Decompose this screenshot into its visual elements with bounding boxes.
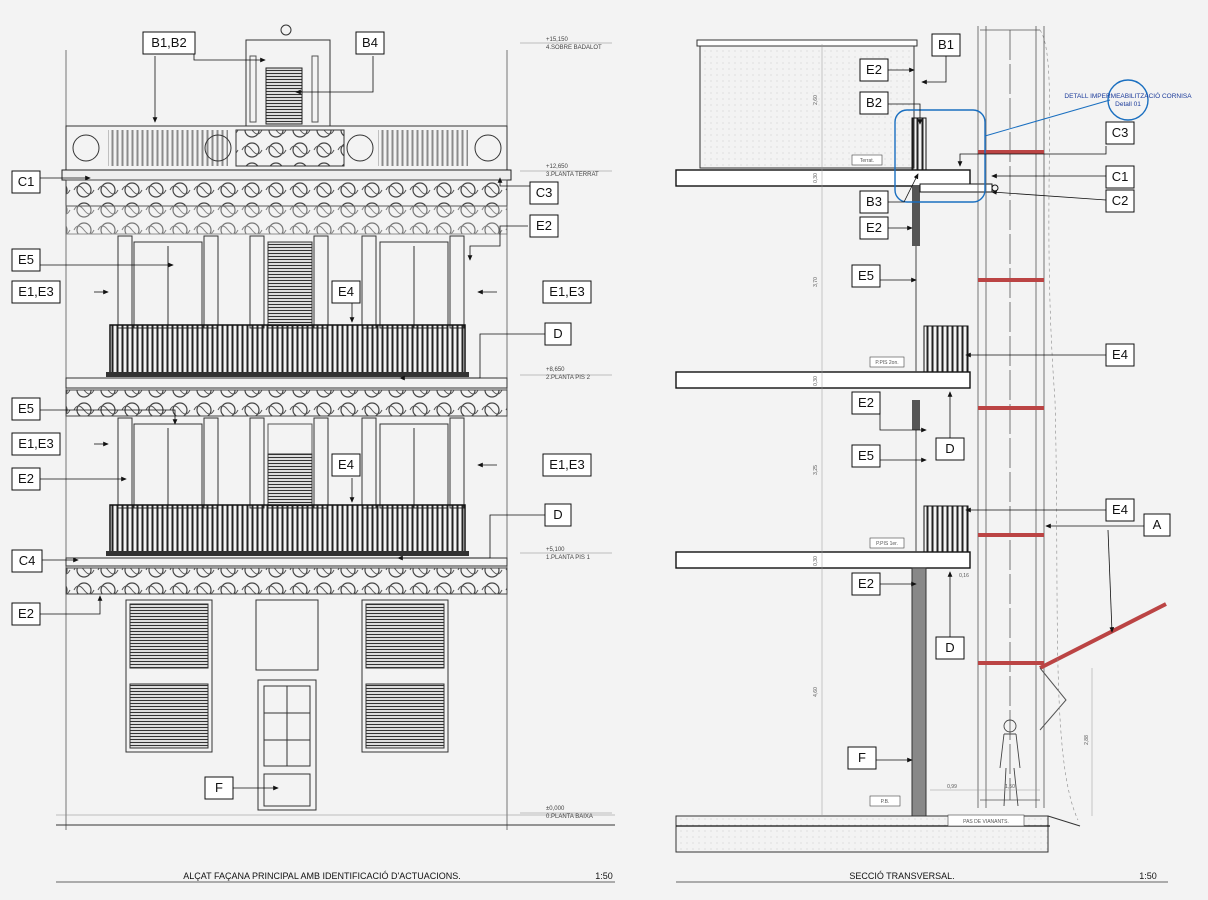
level-name-2: 2.PLANTA PIS 2: [546, 375, 591, 381]
sec-tag-b1: B1: [938, 37, 954, 52]
elevation-drawing: [56, 24, 615, 830]
detail-title: DETALL IMPERMEABILITZACIÓ CORNISA: [1064, 91, 1192, 100]
tag-c1: C1: [18, 174, 35, 189]
tag-c3: C3: [536, 185, 553, 200]
tag-e2-low: E2: [18, 606, 34, 621]
pavement-label: PAS DE VIANANTS.: [963, 819, 1009, 825]
sec-tag-b2: B2: [866, 95, 882, 110]
section-leaders: [876, 56, 1144, 763]
room-pis1: P.PIS 1er.: [876, 541, 898, 547]
detail-subtitle: Detall 01: [1115, 101, 1141, 108]
room-pb: P.B.: [881, 799, 890, 805]
section-title: SECCIÓ TRANSVERSAL.: [849, 871, 954, 881]
sec-tag-e2-a: E2: [866, 62, 882, 77]
tag-e5-2: E5: [18, 401, 34, 416]
tag-d-2: D: [553, 507, 562, 522]
level-elev-4: ±0,000: [546, 806, 565, 812]
room-terrat: Terrat.: [860, 158, 874, 164]
tag-e2-top: E2: [536, 218, 552, 233]
level-elev-0: +15,150: [546, 37, 569, 43]
tag-b1b2: B1,B2: [151, 35, 186, 50]
level-lines: [520, 42, 612, 814]
tag-e4-2: E4: [338, 457, 354, 472]
tag-b4: B4: [362, 35, 378, 50]
elevation-tags: B1,B2 B4 C1 C3 E2 E5 E1,E3 E4 E1,E3 D E5…: [11, 31, 592, 800]
level-name-1: 3.PLANTA TERRAT: [546, 172, 599, 178]
tag-e2-mid: E2: [18, 471, 34, 486]
sec-tag-d-a: D: [945, 441, 954, 456]
scaffold: [977, 26, 1045, 808]
sec-tag-a: A: [1153, 517, 1162, 532]
dim-9: 2,88: [1084, 735, 1090, 745]
level-name-3: 1.PLANTA PIS 1: [546, 555, 591, 561]
dim-1: 2,60: [813, 95, 819, 105]
sec-tag-e2-b: E2: [866, 220, 882, 235]
sec-tag-f: F: [858, 750, 866, 765]
sec-tag-d-b: D: [945, 640, 954, 655]
tag-e1e3-left-2: E1,E3: [18, 436, 53, 451]
elevation-scale: 1:50: [595, 871, 613, 881]
level-name-4: 0.PLANTA BAIXA: [546, 814, 593, 820]
room-pis2: P.PIS 2on.: [875, 360, 898, 366]
pedestrian-figure: [999, 719, 1021, 807]
dim-5: 3,25: [813, 465, 819, 475]
dim-2: 0,30: [813, 173, 819, 183]
sec-tag-c3: C3: [1112, 125, 1129, 140]
tag-e4-1: E4: [338, 284, 354, 299]
elevation-title: ALÇAT FAÇANA PRINCIPAL AMB IDENTIFICACIÓ…: [183, 871, 460, 881]
section-drawing: [675, 26, 1167, 853]
section-dimensions: 2,60 0,30 3,70 0,30 3,25 0,30 4,60 0,16 …: [813, 95, 1090, 790]
tag-e1e3-right-2: E1,E3: [549, 457, 584, 472]
level-elev-3: +5,100: [546, 547, 565, 553]
sec-tag-b3: B3: [866, 194, 882, 209]
sec-tag-e4-b: E4: [1112, 502, 1128, 517]
ground-floor-openings: [125, 599, 449, 811]
sec-tag-c2: C2: [1112, 193, 1129, 208]
level-elev-1: +12,650: [546, 164, 569, 170]
tag-e1e3-left-1: E1,E3: [18, 284, 53, 299]
first-floor-openings: [117, 417, 465, 509]
dim-7: 4,60: [813, 687, 819, 697]
tag-c4: C4: [19, 553, 36, 568]
sec-tag-e4-a: E4: [1112, 347, 1128, 362]
tag-e1e3-right-1: E1,E3: [549, 284, 584, 299]
dim-10: 0,99: [947, 784, 957, 790]
sec-tag-c1: C1: [1112, 169, 1129, 184]
sec-tag-e5-b: E5: [858, 448, 874, 463]
section-tags: B1 E2 B2 C3 C1 B3 C2 E2 E5 E4 E2 D E5 E4…: [847, 33, 1171, 770]
sec-tag-e2-d: E2: [858, 576, 874, 591]
dim-4: 0,30: [813, 376, 819, 386]
sec-tag-e2-c: E2: [858, 395, 874, 410]
section-room-labels: Terrat. P.PIS 2on. P.PIS 1er. P.B. PAS D…: [851, 154, 1025, 827]
level-name-0: 4.SOBRE BADALOT: [546, 45, 602, 51]
sec-tag-e5-a: E5: [858, 268, 874, 283]
dim-6: 0,30: [813, 556, 819, 566]
dim-11: 1,50: [1005, 784, 1015, 790]
tag-e5-1: E5: [18, 252, 34, 267]
tag-d-1: D: [553, 326, 562, 341]
scaffold-decks: [978, 150, 1044, 665]
second-floor-openings: [117, 235, 465, 329]
dim-3: 3,70: [813, 277, 819, 287]
level-elev-2: +8,650: [546, 367, 565, 373]
dim-8: 0,16: [959, 573, 969, 579]
dimension-lines: [821, 44, 1093, 816]
section-scale: 1:50: [1139, 871, 1157, 881]
tag-f: F: [215, 780, 223, 795]
elevation-level-labels: +15,150 4.SOBRE BADALOT +12,650 3.PLANTA…: [546, 37, 602, 820]
